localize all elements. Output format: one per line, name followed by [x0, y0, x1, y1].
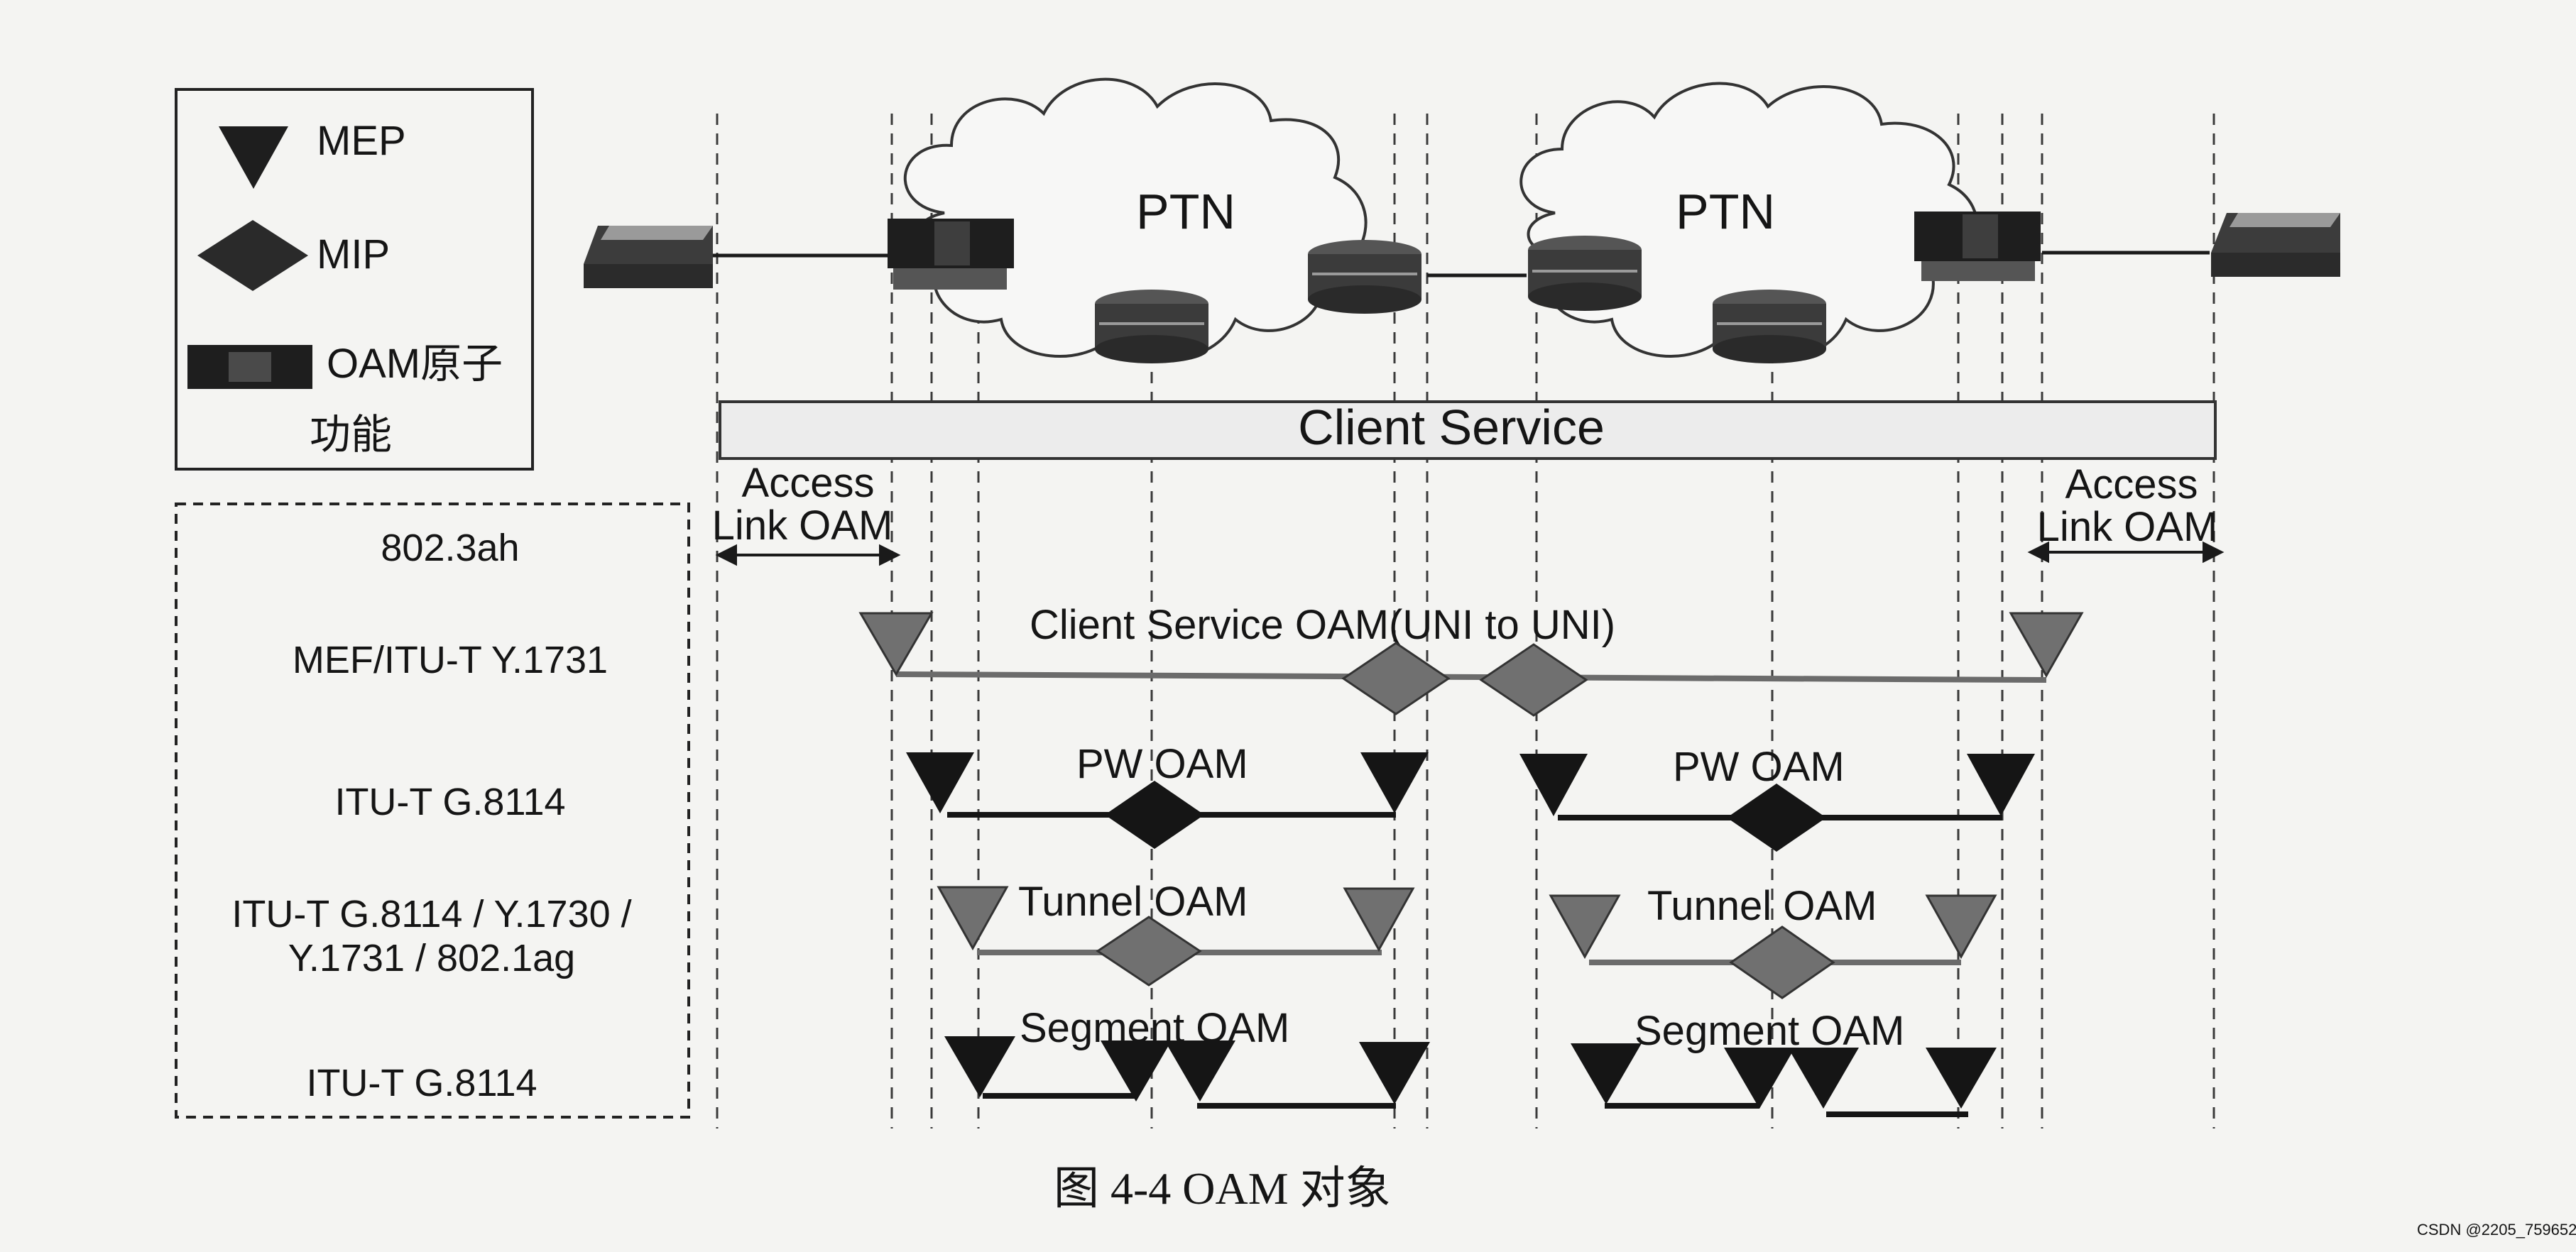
tunnel-oam-right-label: Tunnel OAM	[1647, 883, 1877, 929]
tunnel-mep-icon-3	[1549, 894, 1621, 960]
standard-y1731: MEF/ITU-T Y.1731	[293, 639, 608, 681]
access-link-left-arrow	[715, 544, 901, 566]
p-router-right-left	[1528, 236, 1642, 311]
pw-mip-icon-left	[1105, 781, 1204, 849]
ptn-cloud-left-label: PTN	[1136, 184, 1235, 239]
pw-mep-icon-4	[1967, 754, 2035, 816]
segment-mep-icon-6	[1724, 1048, 1795, 1109]
segment-mep-icon-1	[944, 1036, 1015, 1097]
access-link-left-line2: Link OAM	[712, 503, 893, 549]
legend-mep-icon	[219, 126, 288, 189]
pe-router-left	[888, 219, 1014, 290]
pw-mep-icon-2	[1360, 752, 1429, 813]
switch-left	[584, 226, 713, 288]
tunnel-mep-icon-4	[1925, 894, 1997, 960]
pw-mep-icon-1	[906, 752, 974, 813]
pw-oam-right-label: PW OAM	[1673, 744, 1845, 790]
tunnel-mip-icon-right	[1729, 926, 1835, 999]
segment-mep-icon-4	[1359, 1042, 1430, 1104]
legend-mep-label: MEP	[317, 118, 406, 164]
switch-right	[2211, 213, 2340, 277]
standard-g8114-tunnel-2: Y.1731 / 802.1ag	[288, 937, 575, 979]
standard-8023ah: 802.3ah	[381, 527, 519, 569]
access-link-left-line1: Access	[742, 460, 875, 506]
access-link-right-line2: Link OAM	[2037, 504, 2218, 550]
legend-mip-label: MIP	[317, 231, 390, 278]
segment-mep-icon-2	[1101, 1040, 1172, 1102]
ptn-cloud-left	[904, 77, 1368, 361]
legend-box	[175, 88, 534, 471]
tunnel-mep-icon-2	[1343, 887, 1415, 952]
client-service-oam-label: Client Service OAM(UNI to UNI)	[1030, 602, 1615, 648]
segment-mep-icon-3	[1164, 1040, 1235, 1102]
legend-oam-atomic-label-2: 功能	[310, 412, 392, 458]
pe-router-right	[1914, 212, 2041, 281]
access-link-right-arrow	[2027, 541, 2225, 564]
client-service-mip-icon-2	[1479, 643, 1588, 717]
pw-mip-icon-right	[1727, 784, 1826, 852]
standards-box	[175, 503, 690, 1119]
figure-caption: 图 4-4 OAM 对象	[1054, 1163, 1391, 1214]
legend-mip-icon	[197, 220, 308, 291]
standard-g8114-tunnel-1: ITU-T G.8114 / Y.1730 /	[231, 893, 631, 935]
network-links	[713, 251, 2210, 278]
p-router-left-right	[1308, 240, 1421, 314]
client-service-mep-icon-right	[2009, 612, 2084, 679]
tunnel-mip-icon-left	[1096, 916, 1202, 987]
client-service-mip-icon-1	[1341, 642, 1451, 715]
segment-oam-right-label: Segment OAM	[1634, 1008, 1904, 1054]
segment-mep-icon-5	[1571, 1043, 1642, 1104]
pw-oam-left-label: PW OAM	[1076, 741, 1248, 787]
standard-g8114-segment: ITU-T G.8114	[306, 1062, 537, 1104]
segment-mep-icon-7	[1788, 1048, 1859, 1109]
ptn-cloud-right-label: PTN	[1676, 184, 1775, 239]
p-router-right-bottom	[1713, 290, 1826, 363]
pw-mep-icon-3	[1519, 754, 1588, 816]
tunnel-mep-icon-1	[937, 886, 1009, 951]
client-service-bar	[719, 400, 2217, 460]
watermark: CSDN @2205_75965241	[2417, 1221, 2576, 1239]
standard-g8114-pw: ITU-T G.8114	[334, 781, 565, 823]
tunnel-oam-left-label: Tunnel OAM	[1018, 879, 1248, 925]
client-service-label: Client Service	[1298, 400, 1605, 455]
client-service-oam-line	[895, 671, 2047, 683]
access-link-right-line1: Access	[2065, 461, 2198, 507]
legend-oam-atomic-label: OAM原子	[327, 341, 503, 387]
segment-mep-icon-8	[1926, 1048, 1997, 1109]
p-router-left-bottom	[1095, 290, 1208, 363]
client-service-mep-icon-left	[858, 612, 934, 676]
